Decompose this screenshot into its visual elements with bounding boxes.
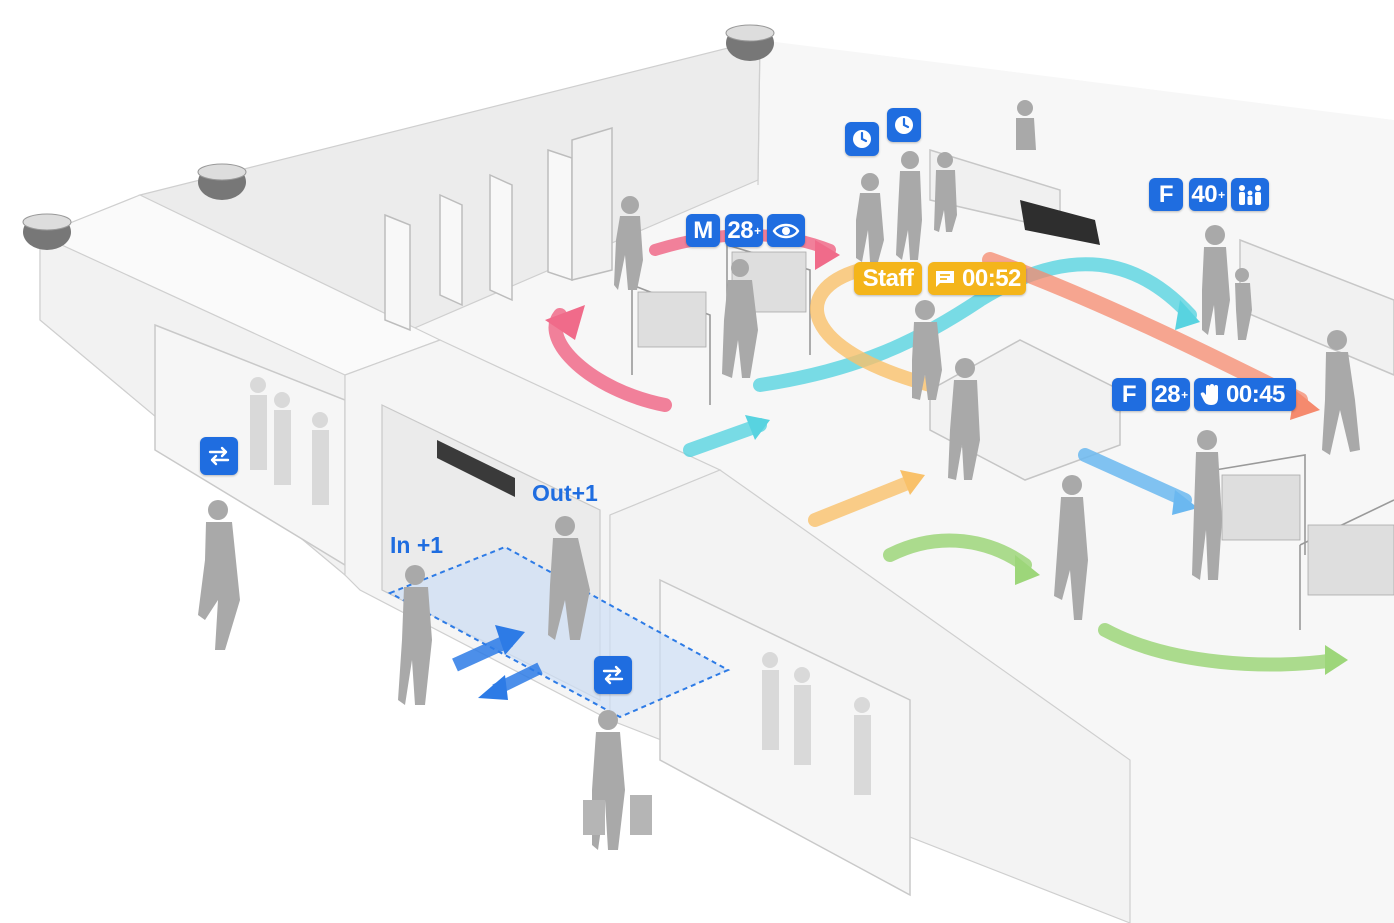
fitting-rooms: [384, 126, 613, 332]
gender-badge: F: [1149, 178, 1183, 211]
age-plus: +: [754, 223, 761, 238]
family-icon: [1231, 178, 1269, 211]
age-badge: 40+: [1189, 178, 1227, 211]
gender-badge: M: [686, 214, 720, 247]
path-blue: [1078, 448, 1192, 507]
counting-zone: [387, 545, 731, 719]
swap-arrows-icon: [200, 437, 238, 475]
clock-icon: [887, 108, 921, 142]
people: [198, 100, 1360, 850]
in-count-label: In +1: [390, 532, 444, 558]
gender-badge: F: [1112, 378, 1146, 411]
chat-time-badge: 00:52: [928, 262, 1026, 295]
out-count-label: Out+1: [532, 480, 598, 506]
age-plus: +: [1181, 387, 1188, 402]
in-arrow: [452, 633, 513, 672]
swap-arrows-icon: [594, 656, 632, 694]
path-arrowheads: [545, 240, 1348, 675]
dwell-time-badge: 00:45: [1194, 378, 1296, 411]
camera-icon: [197, 163, 247, 200]
camera-icon: [725, 24, 775, 61]
path-green: [883, 533, 1032, 572]
hand-icon: [1200, 383, 1222, 407]
dwell-time: 00:45: [1226, 381, 1285, 408]
age-badge: 28+: [725, 214, 763, 247]
staff-badge: Staff: [854, 262, 922, 295]
age-value: 40: [1191, 181, 1218, 208]
age-value: 28: [727, 217, 754, 244]
path-cyan: [753, 257, 1197, 392]
camera-icon: [22, 213, 72, 250]
age-badge: 28+: [1152, 378, 1190, 411]
eye-icon: [767, 214, 805, 247]
clock-icon: [845, 122, 879, 156]
age-value: 28: [1154, 381, 1181, 408]
door-sensor: [437, 440, 515, 497]
path-orange: [810, 263, 937, 392]
mannequins: [250, 377, 871, 795]
chat-icon: [934, 269, 956, 289]
chat-time: 00:52: [962, 265, 1021, 292]
age-plus: +: [1218, 187, 1225, 202]
checkout-sensor: [1020, 200, 1100, 245]
